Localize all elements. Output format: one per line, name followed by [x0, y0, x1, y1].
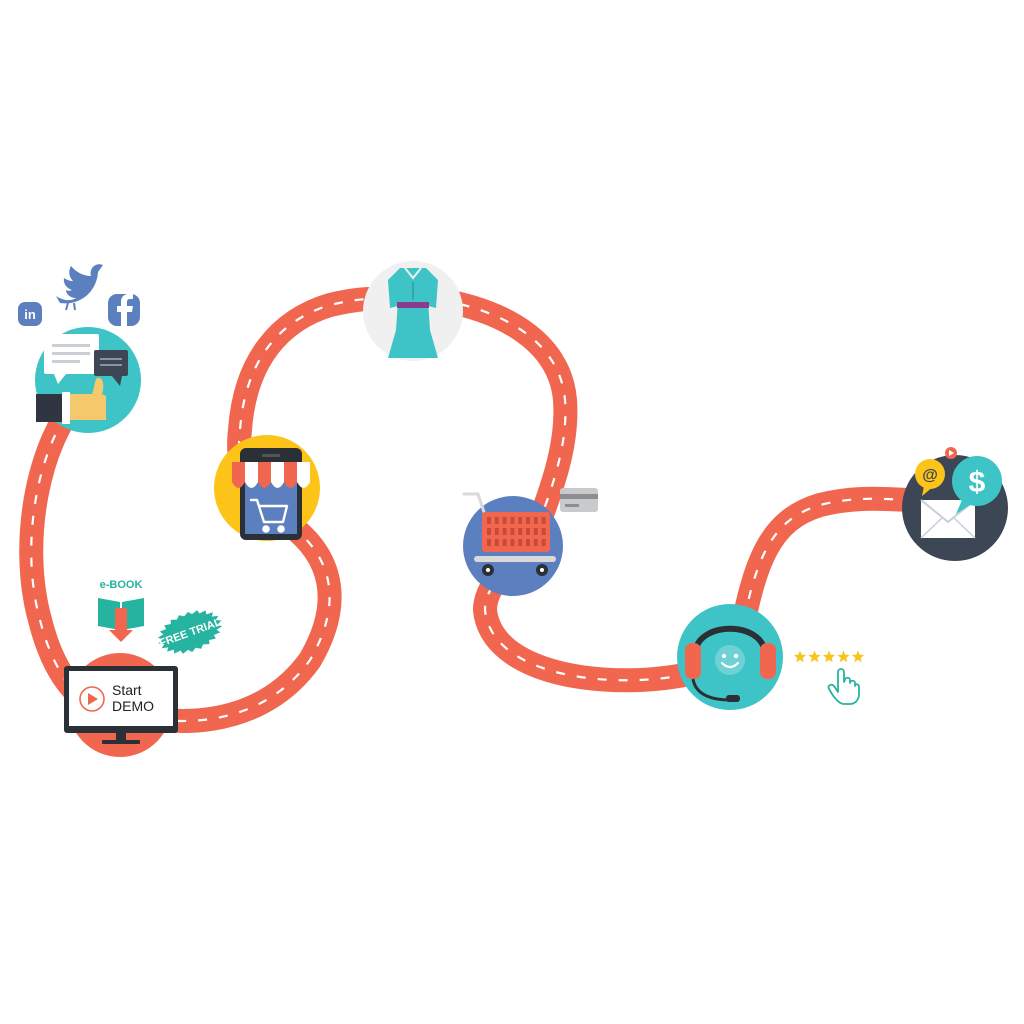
cart-grid-cell — [487, 517, 491, 524]
storefront-awning-icon — [232, 448, 310, 540]
rating-star — [837, 650, 850, 663]
linkedin-icon: in — [18, 302, 42, 326]
rating-star — [822, 650, 836, 663]
svg-text:@: @ — [922, 467, 938, 484]
free-trial-badge: FREE TRIAL — [157, 610, 223, 654]
stage-product — [363, 261, 463, 361]
smiley-icon — [715, 645, 745, 675]
cart-grid-cell — [526, 528, 530, 535]
svg-text:$: $ — [969, 466, 986, 499]
cart-grid-cell — [494, 517, 499, 524]
cart-grid-cell — [494, 539, 499, 546]
cart-grid-cell — [518, 539, 523, 546]
awning-stripe — [245, 462, 258, 488]
demo-line2-text: DEMO — [112, 698, 154, 714]
at-sign-icon: @ — [915, 459, 945, 496]
dress-icon — [388, 267, 438, 358]
stage-checkout — [462, 488, 598, 596]
cart-grid-cell — [487, 528, 491, 535]
support-circle — [677, 604, 783, 710]
svg-text:in: in — [24, 307, 36, 322]
demo-line1-text: Start — [112, 682, 142, 698]
monitor-icon — [64, 666, 178, 744]
cart-grid-cell — [541, 539, 546, 546]
stage-followup: @ $ — [902, 447, 1008, 561]
cart-grid-cell — [510, 539, 515, 546]
stage-support — [677, 604, 865, 710]
awning-stripe — [297, 462, 310, 488]
cart-grid-cell — [533, 517, 538, 524]
cart-grid-cell — [494, 528, 499, 535]
cart-grid-cell — [526, 539, 530, 546]
road-dash-line — [738, 497, 916, 641]
stage-social: in — [18, 264, 141, 433]
cart-grid-cell — [518, 517, 523, 524]
credit-card-icon — [560, 488, 598, 512]
shopping-cart-icon — [462, 492, 556, 576]
cart-grid-cell — [541, 528, 546, 535]
stage-demo: Start DEMO e-BOOK FREE TRIAL — [64, 579, 223, 757]
book-icon — [98, 598, 144, 642]
thumbs-up-icon — [36, 377, 106, 424]
awning-stripe — [258, 462, 271, 488]
dollar-icon: $ — [952, 456, 1002, 514]
cart-grid-cell — [487, 539, 491, 546]
cart-grid-cell — [533, 539, 538, 546]
facebook-icon — [108, 294, 140, 326]
rating-star — [851, 650, 865, 663]
stage-store — [214, 435, 320, 541]
cart-grid-cell — [518, 528, 523, 535]
road — [19, 286, 927, 733]
rating-star — [793, 650, 807, 663]
awning-stripe — [232, 462, 245, 488]
video-play-icon — [945, 447, 957, 459]
ebook-label: e-BOOK — [100, 579, 143, 591]
play-icon — [79, 686, 105, 712]
awning-stripe — [284, 462, 297, 488]
shopping-cart-icon — [249, 498, 289, 533]
cart-grid-cell — [510, 517, 515, 524]
twitter-icon — [56, 264, 103, 311]
cart-grid-cell — [526, 517, 530, 524]
rating-star — [808, 650, 821, 663]
cart-grid-cell — [502, 517, 507, 524]
awning-stripe — [271, 462, 284, 488]
cart-grid-cell — [502, 539, 507, 546]
cart-grid-cell — [502, 528, 507, 535]
rating-stars — [793, 650, 865, 663]
hand-cursor-icon — [827, 668, 860, 705]
cart-grid-cell — [510, 528, 515, 535]
cart-grid-cell — [533, 528, 538, 535]
headset-icon — [685, 625, 776, 702]
road-dash-line — [30, 297, 393, 723]
cart-grid-cell — [541, 517, 546, 524]
chat-bubbles-icon — [44, 334, 128, 386]
